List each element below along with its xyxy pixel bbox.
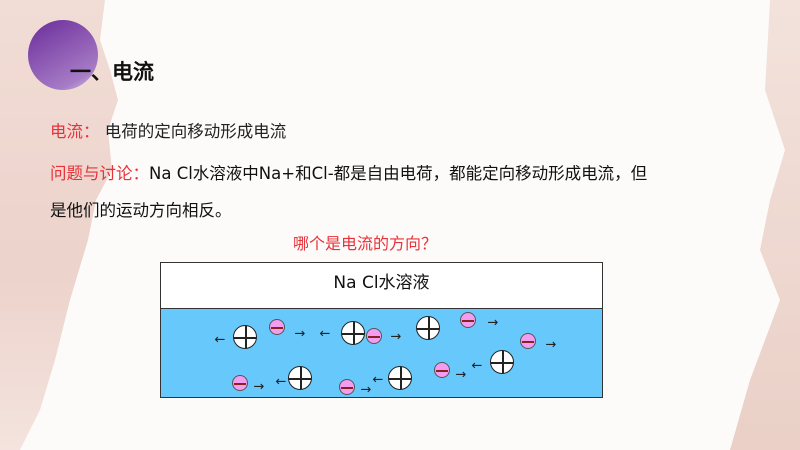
discussion-label: 问题与讨论：	[50, 164, 149, 183]
arrow-right-icon: →	[487, 315, 499, 331]
watercolor-background-right	[730, 0, 800, 450]
negative-ion-icon	[232, 375, 248, 391]
arrow-right-icon: →	[390, 329, 402, 345]
negative-ion-icon	[366, 328, 382, 344]
arrow-left-icon: ←	[471, 358, 483, 374]
diagram-title: Na Cl水溶液	[161, 263, 602, 309]
arrow-left-icon: ←	[214, 332, 226, 348]
arrow-left-icon: ←	[319, 326, 331, 342]
decorative-purple-circle	[28, 20, 98, 90]
definition-line: 电流： 电荷的定向移动形成电流	[50, 118, 286, 142]
heading-title: 电流	[112, 60, 154, 84]
positive-ion-icon	[388, 366, 412, 390]
section-heading: 一、电流	[70, 56, 154, 86]
arrow-right-icon: →	[253, 379, 265, 395]
definition-label: 电流：	[50, 122, 100, 141]
arrow-right-icon: →	[545, 337, 557, 353]
negative-ion-icon	[269, 319, 285, 335]
positive-ion-icon	[233, 325, 257, 349]
question-text: 哪个是电流的方向？	[293, 234, 438, 253]
arrow-left-icon: ←	[275, 374, 287, 390]
discussion-text-1: Na Cl水溶液中Na+和Cl-都是自由电荷，都能定向移动形成电流，但	[149, 164, 648, 183]
positive-ion-icon	[416, 316, 440, 340]
arrow-right-icon: →	[360, 382, 372, 398]
negative-ion-icon	[460, 312, 476, 328]
discussion-line-1: 问题与讨论：Na Cl水溶液中Na+和Cl-都是自由电荷，都能定向移动形成电流，…	[50, 160, 647, 184]
arrow-left-icon: ←	[372, 372, 384, 388]
heading-number: 一、	[70, 60, 112, 84]
definition-text: 电荷的定向移动形成电流	[104, 122, 287, 141]
negative-ion-icon	[339, 379, 355, 395]
negative-ion-icon	[520, 333, 536, 349]
arrow-right-icon: →	[294, 326, 306, 342]
positive-ion-icon	[341, 321, 365, 345]
positive-ion-icon	[490, 350, 514, 374]
positive-ion-icon	[288, 366, 312, 390]
negative-ion-icon	[434, 362, 450, 378]
discussion-line-2: 是他们的运动方向相反。	[50, 201, 232, 220]
arrow-right-icon: →	[455, 367, 467, 383]
